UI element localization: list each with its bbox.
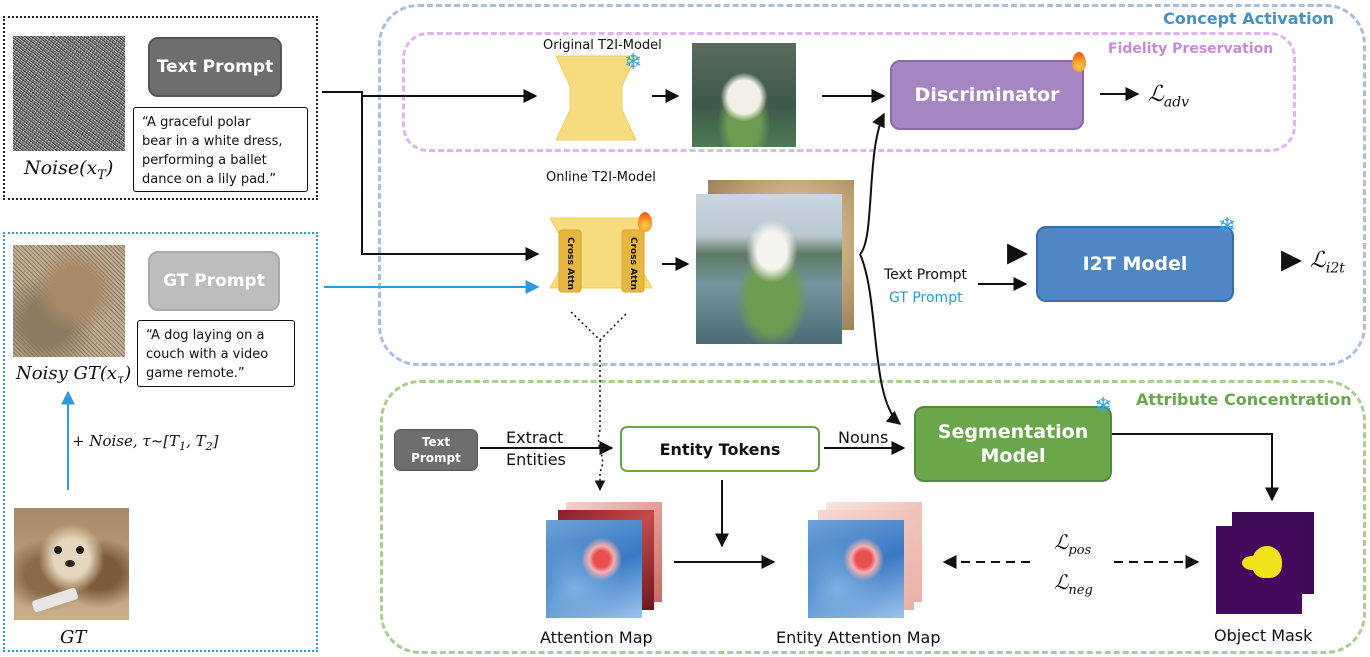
object-mask-label: Object Mask [1214, 626, 1313, 645]
quote-line: “A graceful polar [142, 115, 251, 130]
cross-attn-label: Cross Attn [565, 237, 575, 291]
snowflake-icon: ❄ [1094, 394, 1113, 419]
noise-step-label: + Noise, τ~[T1, T2] [72, 432, 219, 453]
quote-line: “A dog laying on a [146, 328, 265, 343]
i2t-model-box[interactable]: I2T Model [1036, 226, 1234, 302]
loss-i2t: ℒi2t [1310, 248, 1345, 277]
quote-line: game remote.” [146, 366, 245, 381]
object-mask [1216, 526, 1302, 614]
concept-activation-frame [378, 4, 1366, 366]
segmentation-line: Model [980, 445, 1046, 467]
snowflake-icon: ❄ [1218, 214, 1237, 239]
cross-attn-label: Cross Attn [628, 237, 638, 291]
text-input-panel [3, 16, 318, 200]
entity-attention-map [808, 520, 904, 618]
snowflake-icon: ❄ [624, 50, 643, 75]
dog-eye [54, 546, 62, 554]
original-t2i-label: Original T2I-Model [543, 38, 662, 53]
noise-image [13, 36, 125, 151]
dog-eye [76, 546, 84, 554]
concept-activation-title: Concept Activation [1163, 9, 1334, 28]
gt-input-panel [3, 232, 318, 652]
text-prompt-quote: “A graceful polar bear in a white dress,… [133, 107, 308, 192]
online-t2i-label: Online T2I-Model [546, 170, 656, 185]
noisy-gt-caption: Noisy GT(xτ) [16, 363, 132, 388]
quote-line: bear in a white dress, [142, 134, 283, 149]
loss-adv: ℒadv [1148, 82, 1190, 111]
segmentation-model-box[interactable]: Segmentation Model [914, 406, 1112, 482]
fire-icon [1072, 52, 1086, 72]
text-prompt-button[interactable]: Text Prompt [148, 37, 282, 97]
loss-neg: ℒneg [1054, 570, 1093, 598]
text-prompt-small-button[interactable]: Text Prompt [394, 429, 478, 471]
quote-line: dance on a lily pad.” [142, 172, 277, 187]
quote-line: performing a ballet [142, 153, 267, 168]
i2t-gt-prompt-label: GT Prompt [889, 290, 963, 306]
segmentation-line: Segmentation [937, 421, 1089, 443]
dog-nose [65, 560, 75, 567]
extract-line: Extract [506, 428, 564, 447]
attention-map [546, 520, 642, 618]
online-generated-image [696, 194, 842, 344]
attention-map-label: Attention Map [540, 628, 653, 647]
extract-entities-label: Extract Entities [506, 427, 566, 471]
text-prompt-small-line: Text [421, 435, 451, 449]
loss-pos: ℒpos [1054, 530, 1092, 558]
extract-line: Entities [506, 450, 566, 469]
gt-image [14, 508, 129, 620]
attribute-concentration-title: Attribute Concentration [1136, 390, 1352, 409]
fidelity-preservation-frame [402, 32, 1296, 152]
original-generated-image [692, 43, 796, 147]
mask-blob [1242, 556, 1262, 570]
entity-attention-map-label: Entity Attention Map [776, 628, 941, 647]
noise-caption: Noise(xT) [24, 157, 114, 183]
fire-icon [638, 212, 652, 232]
nouns-label: Nouns [838, 428, 889, 447]
noisy-gt-image [13, 245, 125, 357]
fidelity-preservation-title: Fidelity Preservation [1108, 41, 1274, 57]
gt-prompt-button[interactable]: GT Prompt [148, 251, 280, 311]
i2t-text-prompt-label: Text Prompt [884, 267, 967, 283]
entity-tokens-box[interactable]: Entity Tokens [620, 426, 820, 472]
gt-caption: GT [60, 627, 87, 648]
quote-line: couch with a video [146, 347, 269, 362]
attribute-concentration-frame [380, 380, 1366, 654]
gt-prompt-quote: “A dog laying on a couch with a video ga… [137, 320, 295, 387]
text-prompt-small-line: Prompt [411, 451, 461, 465]
discriminator-box[interactable]: Discriminator [890, 60, 1084, 130]
